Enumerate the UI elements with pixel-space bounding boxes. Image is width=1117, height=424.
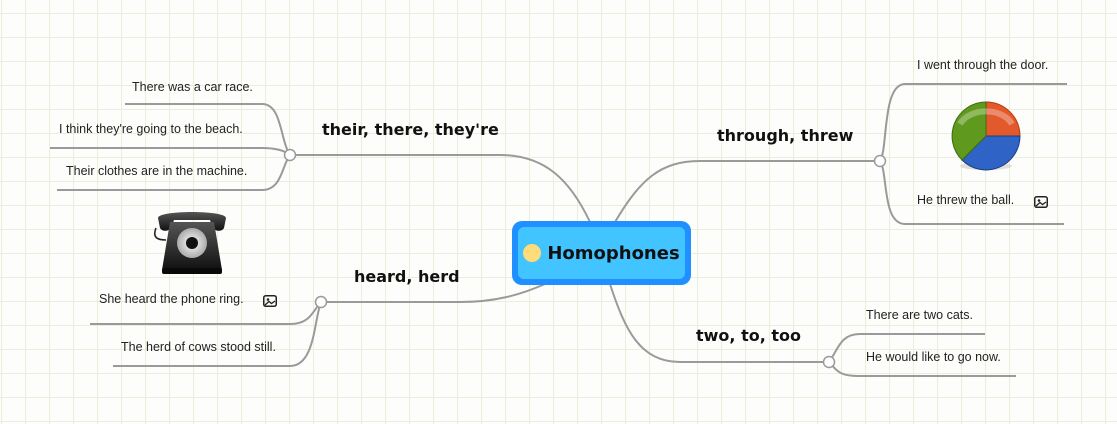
pie-chart-image: [951, 101, 1021, 171]
leaf-car-race[interactable]: There was a car race.: [132, 80, 253, 94]
telephone-image: [154, 212, 226, 274]
root-label: Homophones: [547, 242, 680, 264]
branch-through-threw[interactable]: through, threw: [717, 126, 854, 145]
collapse-toggle-their[interactable]: [283, 148, 297, 162]
branch-two-to-too[interactable]: two, to, too: [696, 326, 801, 345]
leaf-through-door[interactable]: I went through the door.: [917, 58, 1049, 72]
collapse-toggle-through[interactable]: [873, 154, 887, 168]
root-dot-icon: [523, 244, 542, 262]
image-attachment-icon[interactable]: [1034, 196, 1048, 208]
collapse-toggle-two[interactable]: [822, 355, 836, 369]
root-node[interactable]: Homophones: [512, 221, 691, 285]
leaf-beach[interactable]: I think they're going to the beach.: [59, 122, 243, 136]
branch-heard-herd[interactable]: heard, herd: [354, 267, 460, 286]
collapse-toggle-heard[interactable]: [314, 295, 328, 309]
leaf-phone-ring[interactable]: She heard the phone ring.: [99, 292, 244, 306]
branch-their-there-theyre[interactable]: their, there, they're: [322, 120, 499, 139]
leaf-threw-ball[interactable]: He threw the ball.: [917, 193, 1015, 207]
leaf-two-cats[interactable]: There are two cats.: [866, 308, 973, 322]
image-attachment-icon[interactable]: [263, 295, 277, 307]
leaf-clothes[interactable]: Their clothes are in the machine.: [66, 164, 248, 178]
leaf-go-now[interactable]: He would like to go now.: [866, 350, 1001, 364]
leaf-herd-cows[interactable]: The herd of cows stood still.: [121, 340, 276, 354]
